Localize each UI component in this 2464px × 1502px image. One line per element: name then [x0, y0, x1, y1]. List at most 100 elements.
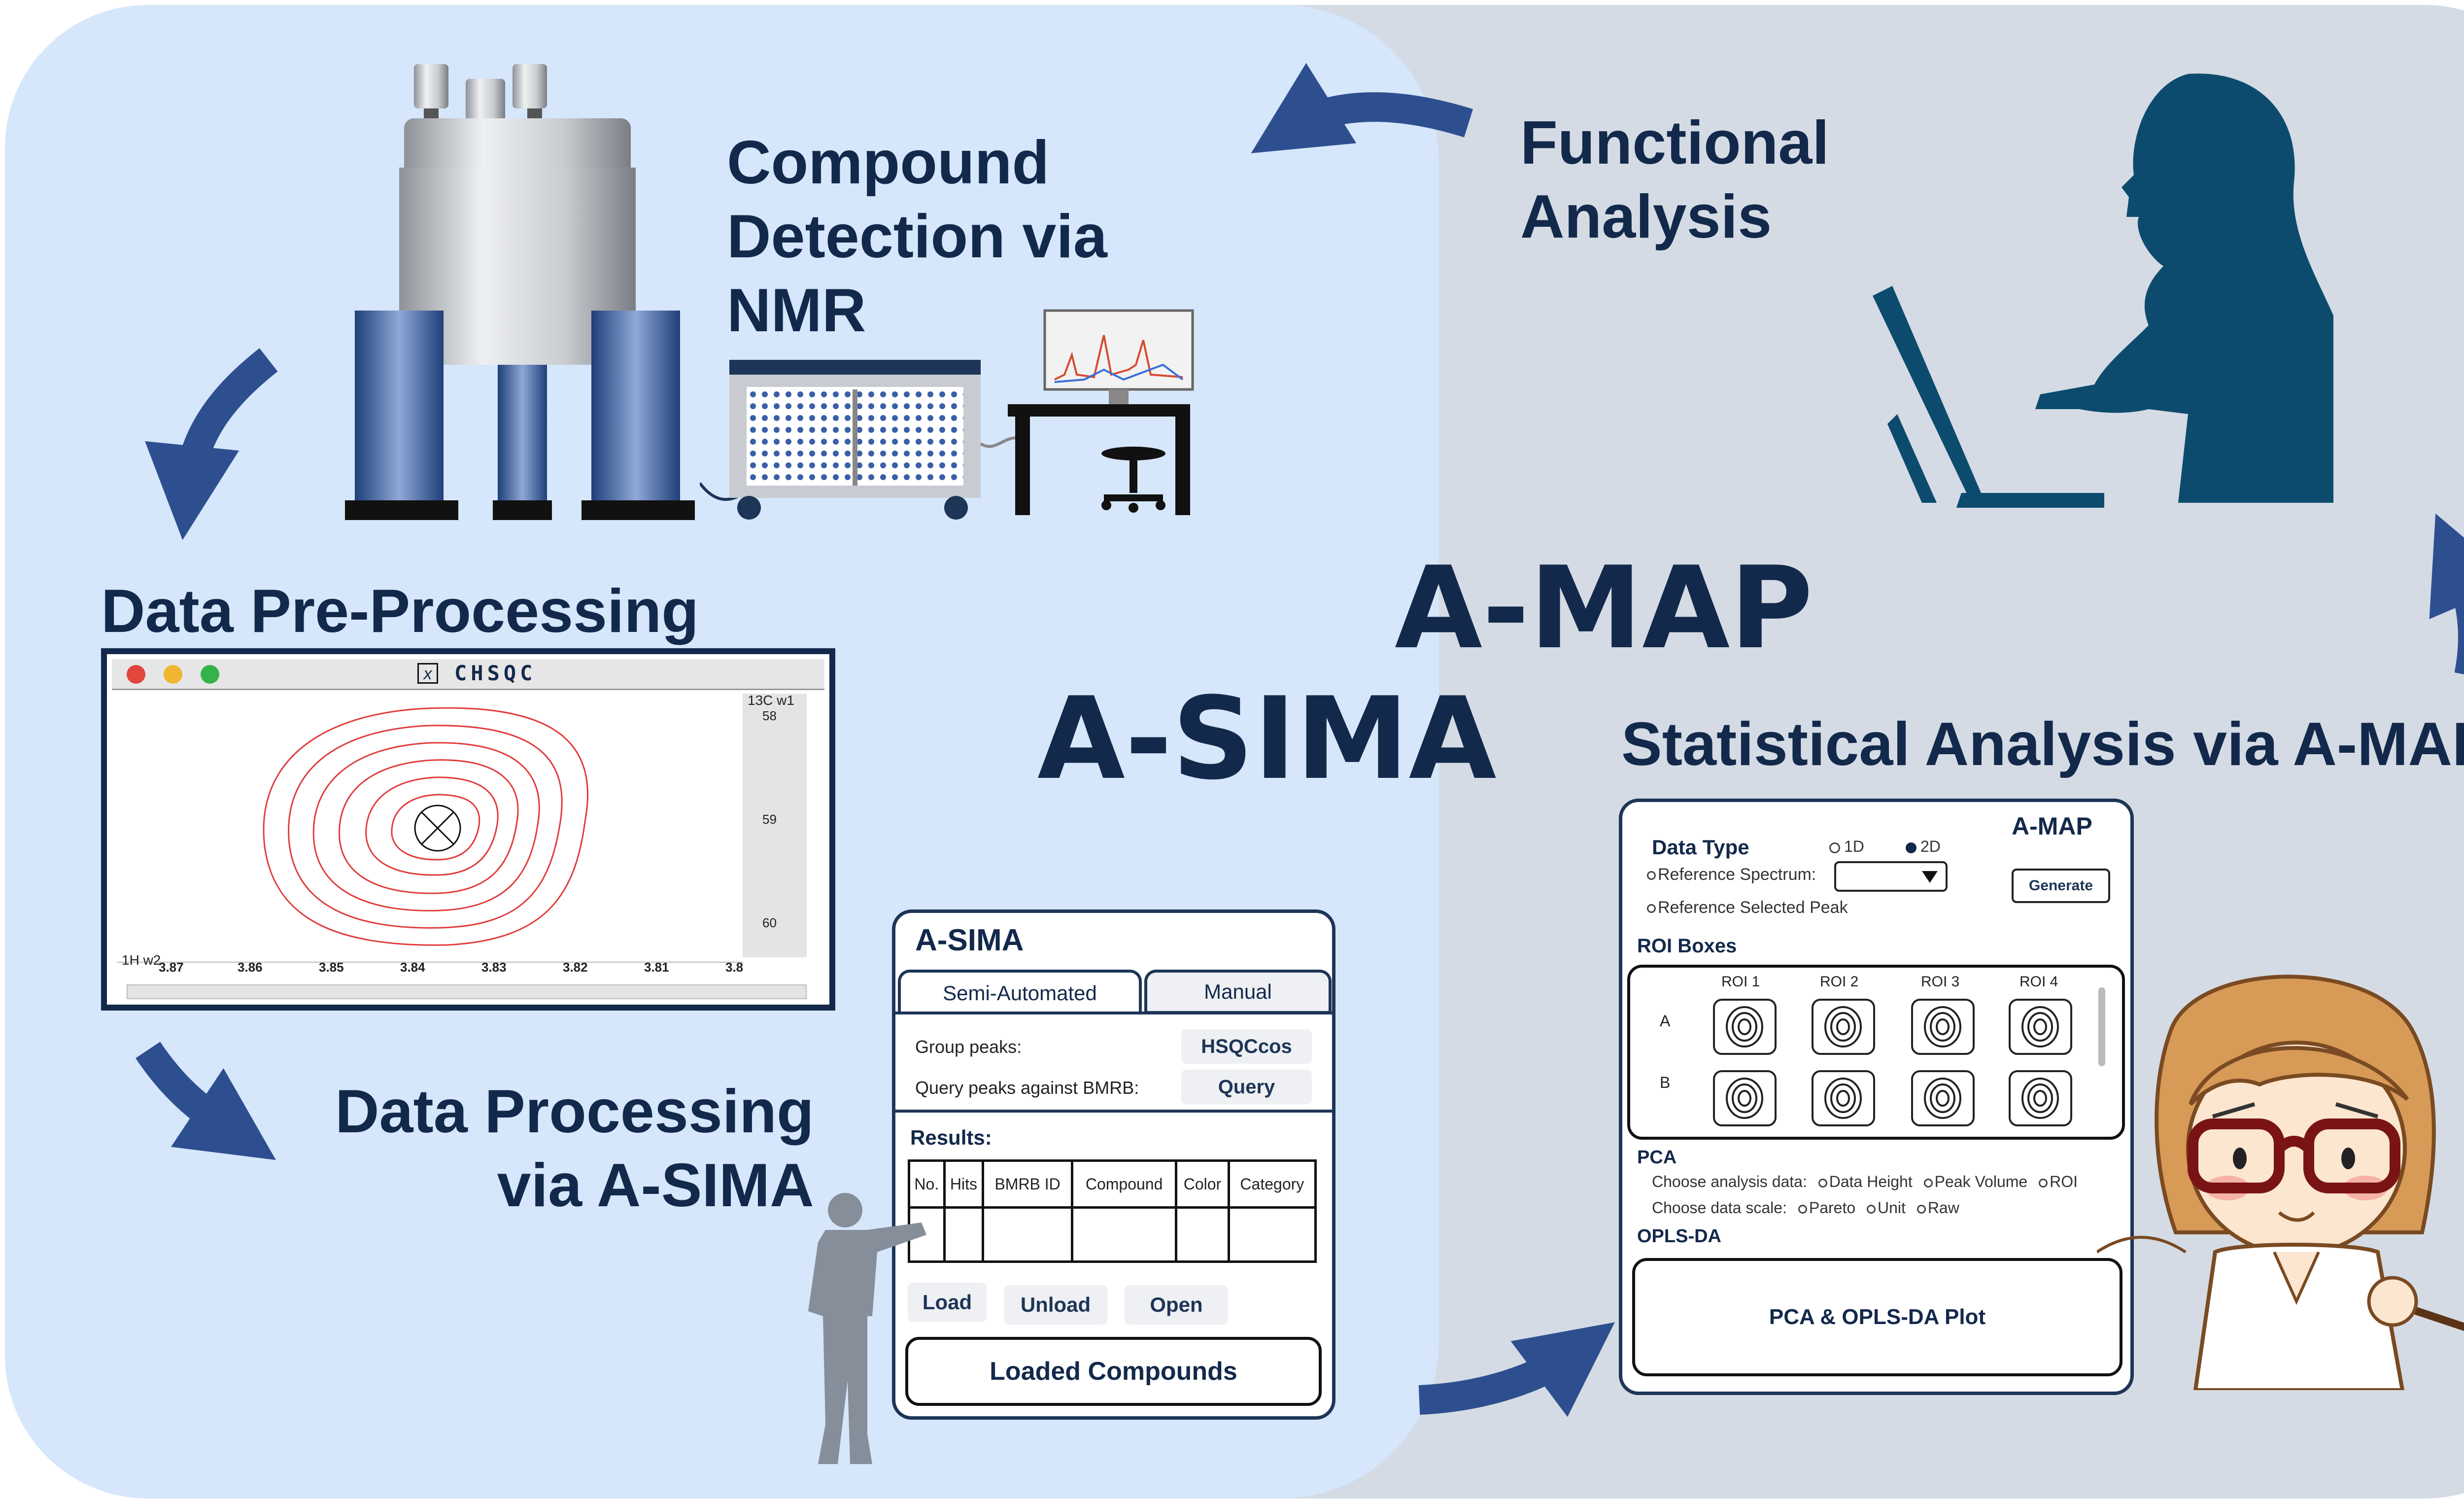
y-axis-label: 13C w1 [748, 693, 794, 708]
open-button[interactable]: Open [1125, 1285, 1228, 1325]
analysis-data-label: Choose analysis data: [1652, 1173, 1807, 1190]
nmr-magnet-icon [345, 64, 695, 520]
table-row[interactable] [908, 1206, 1317, 1263]
reference-selected-peak-option[interactable]: Reference Selected Peak [1647, 898, 1848, 917]
amap-panel-title: A-MAP [2012, 812, 2092, 840]
raw-option[interactable]: Raw [1916, 1199, 1959, 1217]
roi-a4[interactable] [2009, 999, 2072, 1055]
load-button[interactable]: Load [908, 1283, 987, 1322]
y-tick-60: 60 [762, 915, 777, 930]
x-tick-3.82: 3.82 [563, 960, 588, 975]
x-app-icon: x [417, 663, 438, 684]
asima-panel-title: A-SIMA [915, 923, 1024, 957]
x-axis-label: 1H w2 [122, 952, 161, 968]
pca-oplsda-plot-box[interactable]: PCA & OPLS-DA Plot [1632, 1258, 2122, 1376]
analysis-data-row: Choose analysis data: Data Height Peak V… [1652, 1173, 2078, 1191]
man-presenter-icon [808, 1193, 926, 1464]
hsqc-window: x CHSQC 13C w1 58 59 60 1H w2 3.87 3.86 … [101, 648, 835, 1011]
roi-b1[interactable] [1713, 1070, 1777, 1126]
x-tick-3.8: 3.8 [725, 960, 744, 975]
reference-spectrum-option[interactable]: Reference Spectrum: [1647, 865, 1816, 884]
arrow-detection-to-preprocessing [145, 348, 278, 540]
roi-option[interactable]: ROI [2039, 1173, 2078, 1190]
nmr-console-icon [700, 309, 1194, 520]
amap-panel: A-MAP Data Type 1D 2D Reference Spectrum… [1619, 799, 2134, 1395]
oplsda-label: OPLS-DA [1637, 1226, 1721, 1247]
unload-button[interactable]: Unload [1004, 1285, 1107, 1325]
col-hits: Hits [943, 1159, 985, 1209]
roi-a1[interactable] [1713, 999, 1777, 1055]
roi-column-1: ROI 1 [1721, 974, 1760, 990]
x-tick-3.87: 3.87 [159, 960, 184, 975]
data-type-2d-option[interactable]: 2D [1906, 838, 1941, 856]
hsqc-right-scrollbar[interactable] [743, 694, 807, 957]
teacher-avatar-icon [2097, 975, 2464, 1390]
hsqc-title: CHSQC [454, 661, 537, 685]
roi-scrollbar[interactable] [2098, 987, 2105, 1066]
hsqccos-button[interactable]: HSQCcos [1181, 1029, 1312, 1064]
pareto-option[interactable]: Pareto [1798, 1199, 1855, 1217]
amap-logo: A-MAP [1395, 543, 1813, 674]
minimize-window-icon[interactable] [164, 665, 182, 684]
pca-label: PCA [1637, 1147, 1677, 1168]
roi-grid-box: ROI 1 ROI 2 ROI 3 ROI 4 A B [1627, 965, 2125, 1140]
tab-semi-automated[interactable]: Semi-Automated [898, 970, 1142, 1014]
woman-at-laptop-icon [1873, 73, 2333, 508]
roi-boxes-label: ROI Boxes [1637, 935, 1737, 957]
roi-column-4: ROI 4 [2019, 974, 2058, 990]
roi-a3[interactable] [1911, 999, 1975, 1055]
hsqc-bottom-scrollbar[interactable] [127, 984, 807, 999]
roi-row-b: B [1660, 1074, 1671, 1091]
arrow-functional-to-detection [1251, 63, 1473, 153]
data-processing-label: Data Processing via A-SIMA [335, 1078, 814, 1220]
col-bmrb-id: BMRB ID [982, 1159, 1074, 1209]
compound-detection-label: Compound Detection via NMR [727, 129, 1107, 345]
roi-thumbnails [1713, 999, 2072, 1126]
x-tick-3.83: 3.83 [481, 960, 507, 975]
roi-b3[interactable] [1911, 1070, 1975, 1126]
group-peaks-label: Group peaks: [915, 1037, 1022, 1057]
roi-b4[interactable] [2009, 1070, 2072, 1126]
x-tick-3.84: 3.84 [400, 960, 425, 975]
close-window-icon[interactable] [127, 665, 145, 684]
statistical-analysis-label: Statistical Analysis via A-MAP [1621, 710, 2464, 778]
maximize-window-icon[interactable] [201, 665, 219, 684]
y-tick-58: 58 [762, 708, 777, 723]
roi-column-3: ROI 3 [1921, 974, 1960, 990]
col-compound: Compound [1071, 1159, 1178, 1209]
arrow-statistics-to-functional [2429, 513, 2464, 675]
query-button[interactable]: Query [1181, 1070, 1312, 1104]
col-color: Color [1175, 1159, 1230, 1209]
col-category: Category [1227, 1159, 1317, 1209]
generate-button[interactable]: Generate [2012, 869, 2110, 903]
controls-box: Group peaks: HSQCcos Query peaks against… [895, 1012, 1332, 1113]
roi-b2[interactable] [1812, 1070, 1875, 1126]
x-tick-3.81: 3.81 [644, 960, 669, 975]
hsqc-contour-plot [117, 707, 743, 963]
data-height-option[interactable]: Data Height [1818, 1173, 1913, 1190]
tab-manual[interactable]: Manual [1144, 970, 1332, 1014]
asima-logo: A-SIMA [1037, 673, 1497, 805]
selected-peak-marker [414, 804, 461, 852]
arrow-preprocessing-to-processing [136, 1042, 276, 1160]
data-type-1d-option[interactable]: 1D [1829, 838, 1864, 856]
col-no: No. [908, 1159, 946, 1209]
arrow-processing-to-statistics [1418, 1322, 1615, 1417]
roi-column-2: ROI 2 [1820, 974, 1859, 990]
chevron-down-icon [1922, 871, 1938, 883]
x-tick-3.85: 3.85 [319, 960, 344, 975]
data-scale-row: Choose data scale: Pareto Unit Raw [1652, 1199, 1959, 1217]
reference-spectrum-dropdown[interactable] [1834, 861, 1948, 892]
asima-panel: A-SIMA Semi-Automated Manual Group peaks… [892, 909, 1335, 1420]
query-label: Query peaks against BMRB: [915, 1078, 1139, 1098]
loaded-compounds-box[interactable]: Loaded Compounds [905, 1337, 1322, 1406]
roi-row-a: A [1660, 1012, 1671, 1030]
data-type-label: Data Type [1652, 836, 1749, 859]
roi-a2[interactable] [1812, 999, 1875, 1055]
unit-option[interactable]: Unit [1867, 1199, 1906, 1217]
results-label: Results: [910, 1126, 992, 1149]
data-preprocessing-label: Data Pre-Processing [101, 577, 699, 645]
peak-volume-option[interactable]: Peak Volume [1923, 1173, 2027, 1190]
functional-analysis-label: Functional Analysis [1520, 109, 1829, 251]
